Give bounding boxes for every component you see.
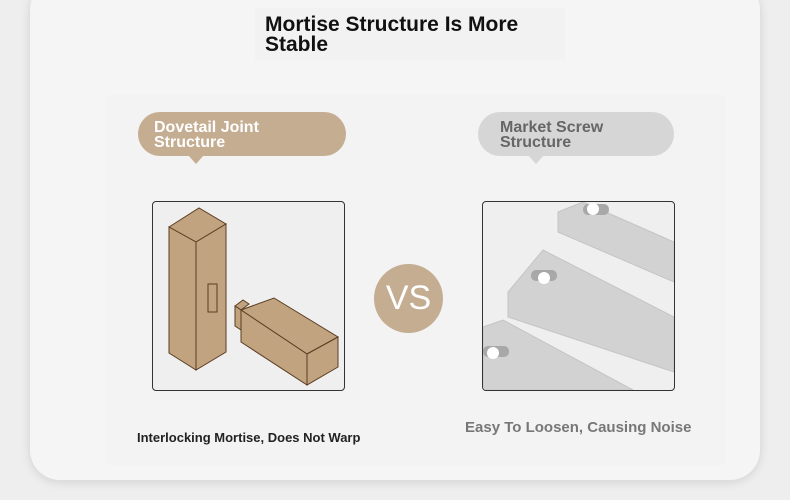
screw-illustration <box>482 201 675 391</box>
screw-label: Market Screw Structure <box>478 112 674 164</box>
mortise-caption: Interlocking Mortise, Does Not Warp <box>137 430 361 445</box>
page-title: Mortise Structure Is More Stable <box>255 8 565 60</box>
dovetail-label: Dovetail Joint Structure <box>138 112 346 164</box>
mortise-illustration <box>152 201 345 391</box>
screw-caption: Easy To Loosen, Causing Noise <box>465 419 692 436</box>
vs-badge: VS <box>374 264 443 333</box>
